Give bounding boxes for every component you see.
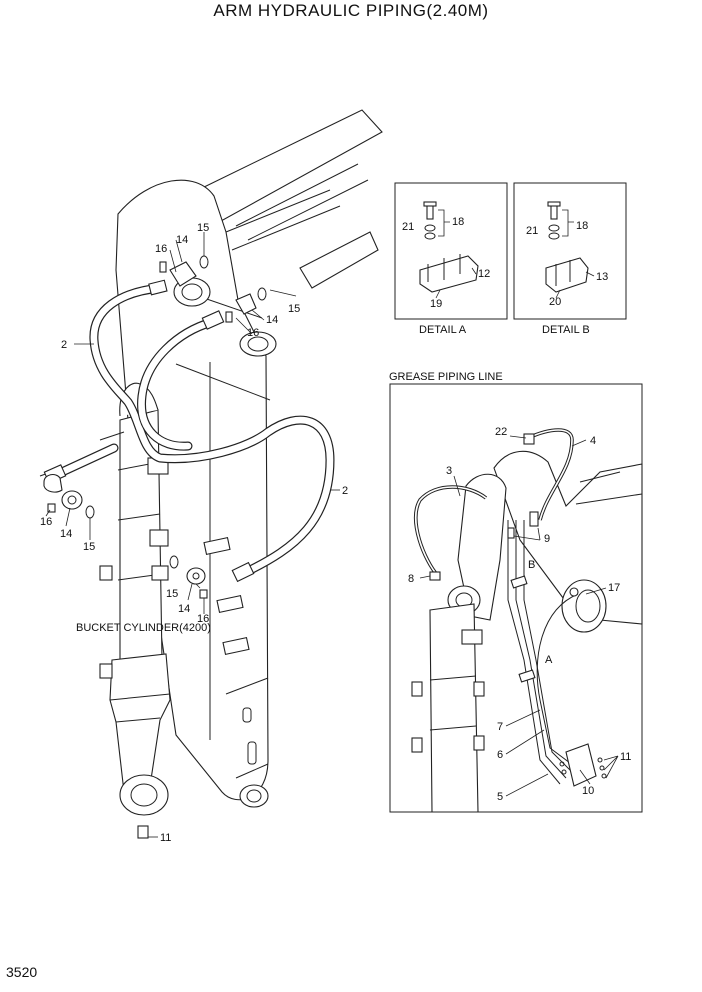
detail-b-callout-13: 13: [596, 271, 608, 283]
grease-callout-B: B: [528, 559, 535, 571]
detail-a-labels: 21 18 12 19 DETAIL A: [402, 216, 490, 336]
detail-a-callout-19: 19: [430, 298, 442, 310]
detail-a-callout-18: 18: [452, 216, 464, 228]
main-callouts: 16 14 15 15 14 16 2 2 16 14 15 15 14 16 …: [40, 222, 348, 844]
detail-b-labels: 21 18 13 20 DETAIL B: [526, 220, 608, 336]
callout-14-low: 14: [178, 603, 190, 615]
callout-14-top: 14: [176, 234, 188, 246]
callout-14-left: 14: [60, 528, 72, 540]
callout-15-top: 15: [197, 222, 209, 234]
grease-callout-5: 5: [497, 791, 503, 803]
arm-body: [115, 109, 383, 808]
detail-b-caption: DETAIL B: [542, 324, 590, 336]
detail-b-box: [513, 182, 627, 320]
grease-callout-11: 11: [620, 751, 631, 763]
detail-a-caption: DETAIL A: [419, 324, 467, 336]
bucket-cylinder-label: BUCKET CYLINDER(4200): [76, 622, 211, 634]
grease-callout-3: 3: [446, 465, 452, 477]
callout-15-low: 15: [166, 588, 178, 600]
grease-labels: GREASE PIPING LINE 22 4 3 9 8 B 17 A 7 6…: [389, 371, 631, 803]
grease-callout-22: 22: [495, 426, 507, 438]
detail-b-callout-18: 18: [576, 220, 588, 232]
callout-14-mid: 14: [266, 314, 278, 326]
callout-16-low: 16: [197, 613, 209, 625]
flange-parts-lower: [43, 473, 208, 599]
callout-2-left: 2: [61, 339, 67, 351]
grease-callout-10: 10: [582, 785, 594, 797]
callout-16-left: 16: [40, 516, 52, 528]
page-number: 3520: [6, 964, 38, 980]
grease-callout-8: 8: [408, 573, 414, 585]
grease-piping-box: [389, 383, 643, 813]
detail-a-callout-21: 21: [402, 221, 414, 233]
detail-a-box: [394, 182, 508, 320]
flange-parts-top: [159, 255, 267, 323]
detail-b-callout-20: 20: [549, 296, 561, 308]
detail-b-callout-21: 21: [526, 225, 538, 237]
callout-15-mid: 15: [288, 303, 300, 315]
callout-2-right: 2: [342, 485, 348, 497]
grease-callout-A: A: [545, 654, 553, 666]
callout-16-mid: 16: [247, 327, 259, 339]
hose-2: [43, 279, 335, 583]
grease-caption: GREASE PIPING LINE: [389, 371, 503, 383]
callout-16-top: 16: [155, 243, 167, 255]
grease-callout-4: 4: [590, 435, 596, 447]
callout-11-main: 11: [160, 832, 171, 844]
grease-callout-6: 6: [497, 749, 503, 761]
detail-a-callout-12: 12: [478, 268, 490, 280]
grease-callout-7: 7: [497, 721, 503, 733]
grease-callout-9: 9: [544, 533, 550, 545]
grease-callout-17: 17: [608, 582, 620, 594]
page-title: ARM HYDRAULIC PIPING(2.40M): [213, 1, 489, 20]
leader-lines-main: [45, 232, 340, 838]
callout-15-left: 15: [83, 541, 95, 553]
